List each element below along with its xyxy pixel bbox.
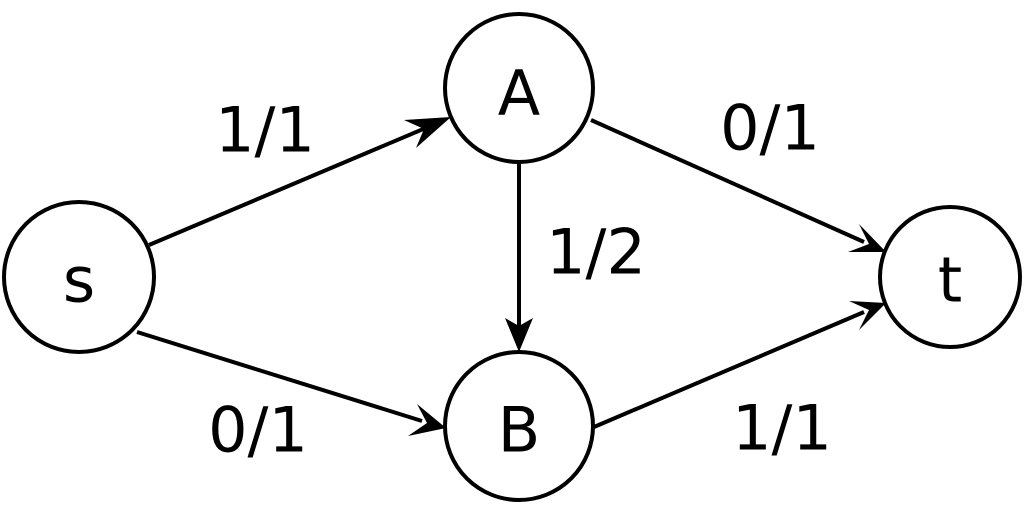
- node-s: s: [2, 200, 156, 354]
- edge-A-B-label: 1/2: [546, 216, 646, 289]
- edge-s-B-arrowhead: [408, 404, 446, 436]
- edge-B-t-line: [593, 310, 865, 429]
- edge-s-B-label: 0/1: [208, 394, 308, 467]
- edge-s-A-arrowhead: [404, 117, 451, 148]
- edge-A-t: [590, 118, 886, 252]
- node-s-label: s: [63, 244, 95, 317]
- node-A: A: [443, 12, 595, 164]
- node-t: t: [878, 205, 1022, 349]
- edge-A-t-line: [590, 118, 865, 244]
- edge-B-t-arrowhead: [849, 301, 886, 330]
- edge-B-t-label: 1/1: [732, 392, 832, 465]
- node-t-circle: [878, 205, 1022, 349]
- edge-s-A: [148, 117, 451, 247]
- edge-s-A-line: [148, 125, 429, 247]
- node-B: B: [443, 350, 595, 502]
- edge-s-A-label: 1/1: [215, 94, 315, 167]
- edge-B-t: [593, 301, 886, 429]
- edge-s-B: [136, 330, 446, 436]
- node-A-label: A: [498, 57, 540, 130]
- node-t-label: t: [938, 244, 962, 317]
- edge-s-B-line: [136, 330, 423, 423]
- node-B-label: B: [498, 394, 541, 467]
- edge-A-t-label: 0/1: [720, 92, 820, 165]
- edge-A-B: [505, 163, 533, 352]
- edge-A-t-arrowhead: [848, 224, 886, 252]
- node-B-circle: [443, 350, 595, 502]
- node-s-circle: [2, 200, 156, 354]
- node-A-circle: [443, 12, 595, 164]
- edge-A-B-arrowhead: [505, 318, 533, 352]
